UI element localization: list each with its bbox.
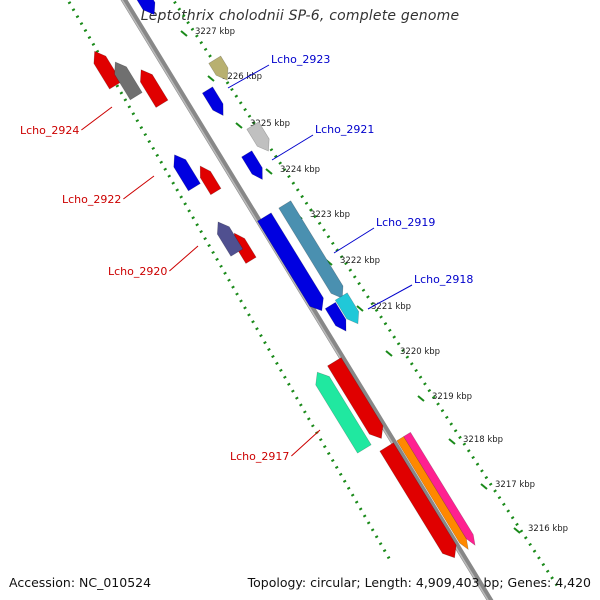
gene-feature[interactable] — [93, 50, 122, 90]
ruler-tick — [448, 438, 456, 445]
outer-ruler-track — [171, 0, 562, 591]
gene-feature[interactable] — [257, 212, 324, 312]
ruler-track: 3227 kbp 3226 kbp 3225 kbp 3224 kbp 3223 kbp… — [66, 0, 568, 591]
gene-feature[interactable] — [140, 69, 169, 108]
gene-feature[interactable] — [199, 165, 222, 196]
gene-label[interactable]: Lcho_2924 — [20, 124, 79, 137]
gene-lcho-2921[interactable] — [246, 121, 270, 152]
ruler-label: 3220 kbp — [400, 347, 440, 357]
ruler-label: 3222 kbp — [340, 256, 380, 266]
ruler-tick — [180, 30, 188, 37]
gene-label[interactable]: Lcho_2922 — [62, 193, 121, 206]
ruler-label: 3221 kbp — [371, 302, 411, 312]
gene-label-leader — [123, 175, 155, 200]
gene-feature[interactable] — [241, 150, 263, 180]
ruler-tick — [480, 483, 488, 490]
gene-feature[interactable] — [396, 436, 469, 551]
gene-feature[interactable] — [324, 301, 347, 332]
ruler-label: 3224 kbp — [280, 165, 320, 175]
ruler-tick — [235, 122, 243, 129]
gene-label-leader — [81, 106, 113, 131]
ruler-label: 3216 kbp — [528, 524, 568, 534]
gene-lcho-2923[interactable] — [208, 55, 229, 81]
gene-lcho-2917[interactable] — [315, 371, 372, 454]
gene-lcho-2922[interactable] — [173, 154, 201, 192]
gene-lcho-2918[interactable] — [334, 292, 360, 325]
ruler-tick — [385, 350, 393, 357]
ruler-label: 3226 kbp — [222, 72, 262, 82]
ruler-label: 3219 kbp — [432, 392, 472, 402]
ruler-tick — [265, 168, 273, 175]
ruler-tick — [356, 305, 364, 312]
accession-label: Accession: NC_010524 — [9, 575, 152, 590]
ruler-label: 3217 kbp — [495, 480, 535, 490]
gene-label[interactable]: Lcho_2921 — [315, 123, 374, 136]
ruler-label: 3227 kbp — [195, 27, 235, 37]
ruler-label: 3223 kbp — [310, 210, 350, 220]
gene-label[interactable]: Lcho_2919 — [376, 216, 435, 229]
gene-labels: Lcho_2923Lcho_2921Lcho_2919Lcho_2918Lcho… — [20, 53, 473, 463]
gene-label-leader — [227, 64, 270, 89]
ruler-label: 3218 kbp — [463, 435, 503, 445]
gene-feature[interactable] — [127, 0, 156, 16]
gene-label[interactable]: Lcho_2917 — [230, 450, 289, 463]
gene-label-leader — [291, 429, 321, 457]
gene-label[interactable]: Lcho_2923 — [271, 53, 330, 66]
gene-lcho-2919[interactable] — [278, 200, 344, 299]
gene-label[interactable]: Lcho_2918 — [414, 273, 473, 286]
ruler-tick — [207, 75, 215, 82]
gene-label[interactable]: Lcho_2920 — [108, 265, 167, 278]
gene-label-leader — [271, 134, 314, 161]
genome-info-label: Topology: circular; Length: 4,909,403 bp… — [247, 575, 591, 590]
gene-features — [93, 0, 476, 559]
map-title: Leptothrix cholodnii SP-6, complete geno… — [140, 8, 460, 24]
gene-label-leader — [169, 245, 199, 272]
gene-feature[interactable] — [403, 431, 476, 546]
ruler-tick — [513, 527, 521, 534]
gene-feature[interactable] — [201, 86, 224, 117]
gene-lcho-2920[interactable] — [217, 221, 244, 257]
gene-feature[interactable] — [327, 357, 384, 439]
ruler-label: 3225 kbp — [250, 119, 290, 129]
gene-label-leader — [367, 284, 413, 310]
gene-label-leader — [333, 227, 375, 254]
ruler-tick — [417, 395, 425, 402]
gene-feature[interactable] — [379, 442, 457, 559]
gene-lcho-2924[interactable] — [114, 61, 143, 101]
